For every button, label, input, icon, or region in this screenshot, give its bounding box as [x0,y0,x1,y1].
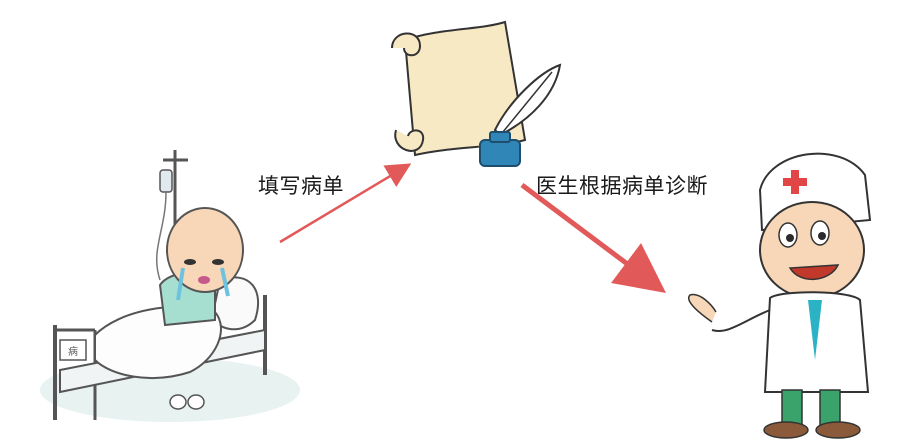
arrow-patient-to-scroll [279,163,412,244]
step-fill-form-label: 填写病单 [258,174,344,198]
arrow-scroll-to-doctor [520,183,666,293]
bed-tag: 病 [68,345,78,358]
doctor-illustration [688,152,872,439]
scroll-and-quill-illustration [391,20,562,167]
step-diagnosis-label: 医生根据病单诊断 [536,174,708,198]
patient-in-bed-illustration: 病 [40,150,300,422]
